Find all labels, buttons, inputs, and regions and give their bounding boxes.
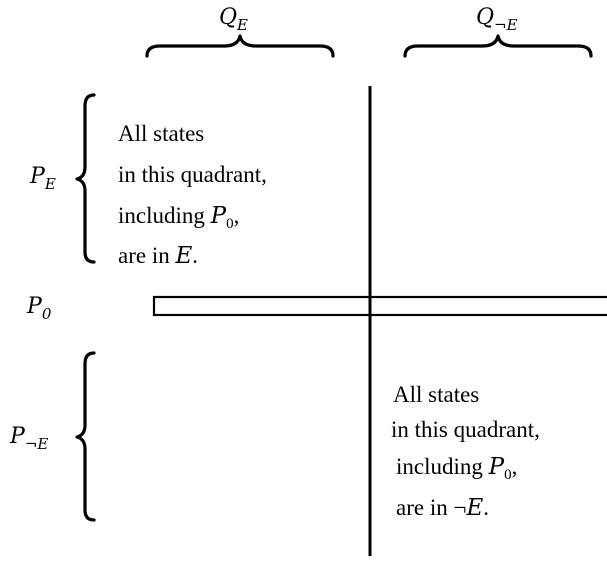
label-p-0: P0	[26, 294, 52, 323]
label-p-not-e-main: P	[9, 424, 26, 449]
br-line-2: in this quadrant,	[391, 417, 540, 442]
tl-line-1: All states	[118, 121, 204, 146]
brace-q-e	[145, 34, 335, 58]
br-line-1: All states	[393, 382, 479, 407]
br-line-4-math: E	[465, 495, 483, 521]
quadrant-top-left-text: All states in this quadrant, including P…	[118, 121, 267, 269]
label-p-e-main: P	[29, 164, 46, 189]
br-line-3: including P0,	[396, 454, 517, 483]
tl-line-4-math: E	[174, 243, 192, 269]
br-line-3-math: P	[488, 454, 505, 480]
label-q-e: QE	[219, 5, 248, 34]
label-q-e-sub: E	[236, 16, 248, 34]
brace-q-not-e	[403, 34, 593, 58]
quadrant-bottom-right-text: All states in this quadrant, including P…	[391, 382, 540, 521]
br-line-4-neg: ¬	[453, 495, 466, 520]
tl-line-3: including P0,	[118, 203, 239, 232]
brace-p-e	[75, 93, 96, 264]
tl-line-4-suffix: .	[192, 243, 198, 268]
label-p-0-sub: 0	[42, 305, 52, 323]
br-line-4: are in ¬E.	[396, 495, 489, 521]
tl-line-3-math: P	[210, 203, 227, 229]
br-line-4-prefix: are in	[396, 495, 453, 520]
br-line-3-suffix: ,	[512, 454, 518, 479]
tl-line-4: are in E.	[118, 243, 198, 269]
label-p-not-e: P¬E	[9, 424, 48, 453]
tl-line-2: in this quadrant,	[118, 162, 267, 187]
p0-band	[152, 295, 607, 317]
tl-line-3-suffix: ,	[234, 203, 240, 228]
brace-p-not-e	[75, 351, 96, 522]
label-q-not-e-sub: ¬E	[494, 16, 518, 34]
br-line-3-sub: 0	[504, 467, 512, 483]
label-q-e-main: Q	[219, 5, 237, 30]
tl-line-3-prefix: including	[118, 203, 211, 228]
label-p-e: PE	[29, 164, 56, 193]
br-line-4-suffix: .	[483, 495, 489, 520]
label-q-not-e: Q¬E	[476, 5, 518, 34]
label-p-0-main: P	[26, 294, 43, 319]
label-q-not-e-main: Q	[476, 5, 494, 30]
label-p-e-sub: E	[44, 175, 56, 193]
tl-line-4-prefix: are in	[118, 243, 175, 268]
label-p-not-e-sub: ¬E	[25, 435, 49, 453]
br-line-3-prefix: including	[396, 454, 489, 479]
tl-line-3-sub: 0	[226, 216, 234, 232]
